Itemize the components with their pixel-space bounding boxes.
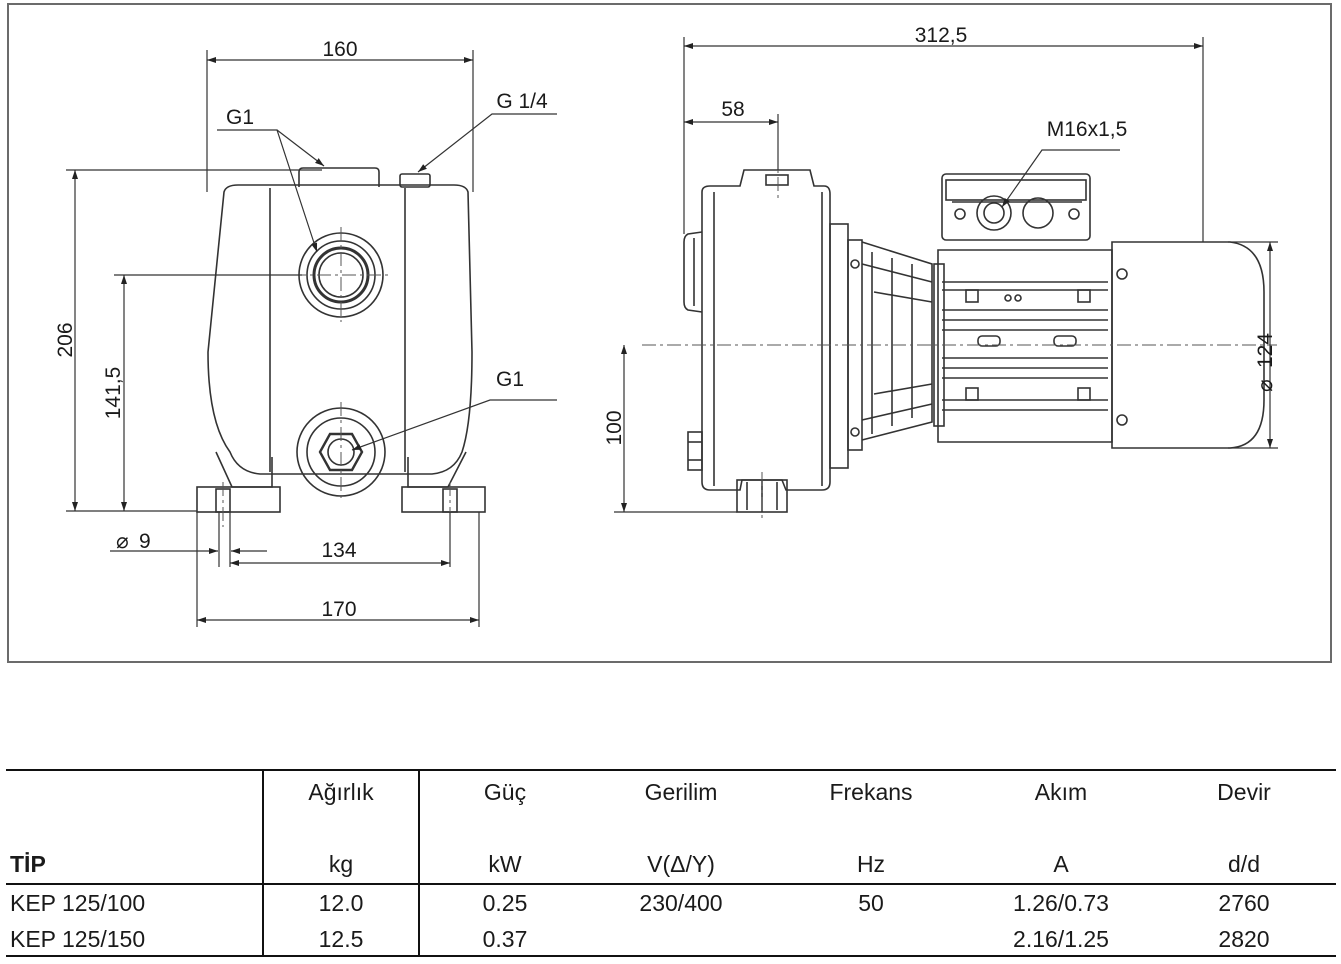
front-dimension-labels: 160 G1 G 1/4 G1 206 141,5 ⌀ 9 134 170 xyxy=(54,38,548,621)
dia-symbol-9: ⌀ xyxy=(116,530,129,553)
side-dimension-labels: 312,5 58 M16x1,5 100 ⌀ 124 xyxy=(603,24,1277,446)
row2-speed: 2820 xyxy=(1218,926,1270,952)
label-m16x1-5: M16x1,5 xyxy=(1047,118,1128,141)
unit-kg: kg xyxy=(328,851,354,877)
header-tip: TİP xyxy=(10,851,46,877)
dim-124: 124 xyxy=(1254,333,1277,368)
dim-206: 206 xyxy=(54,322,77,357)
dim-170: 170 xyxy=(321,598,356,621)
row1-speed: 2760 xyxy=(1218,890,1270,916)
dim-9: 9 xyxy=(139,530,151,553)
dim-312-5: 312,5 xyxy=(915,24,968,47)
header-frekans: Frekans xyxy=(829,779,913,805)
row2-power: 0.37 xyxy=(482,926,528,952)
unit-kw: kW xyxy=(488,851,522,877)
header-guc: Güç xyxy=(483,779,527,805)
row1-weight: 12.0 xyxy=(318,890,364,916)
front-dimension-lines xyxy=(66,50,557,627)
row2-type: KEP 125/150 xyxy=(10,926,146,952)
table-bottom-rule xyxy=(6,955,1336,957)
side-dimension-lines xyxy=(614,37,1278,513)
label-g1-top: G1 xyxy=(226,106,254,129)
unit-a: A xyxy=(1053,851,1069,877)
side-view xyxy=(683,169,1265,513)
row1-frequency: 50 xyxy=(858,890,884,916)
unit-dd: d/d xyxy=(1228,851,1260,877)
row1-type: KEP 125/100 xyxy=(10,890,146,916)
technical-drawing-frame: 160 G1 G 1/4 G1 206 141,5 ⌀ 9 134 170 xyxy=(7,3,1332,663)
table-header-rule xyxy=(6,883,1336,885)
row1-power: 0.25 xyxy=(482,890,528,916)
label-g-1-4: G 1/4 xyxy=(496,90,548,113)
dim-58: 58 xyxy=(721,98,744,121)
table-divider-2 xyxy=(418,769,420,955)
dim-134: 134 xyxy=(321,539,356,562)
unit-hz: Hz xyxy=(856,851,886,877)
table-top-rule xyxy=(6,769,1336,771)
dim-100: 100 xyxy=(603,410,626,445)
header-agirlik: Ağırlık xyxy=(308,779,374,805)
row2-current: 2.16/1.25 xyxy=(1013,926,1109,952)
pump-technical-drawing: 160 G1 G 1/4 G1 206 141,5 ⌀ 9 134 170 xyxy=(54,24,1278,627)
row1-current: 1.26/0.73 xyxy=(1013,890,1109,916)
dia-symbol-124: ⌀ xyxy=(1254,379,1277,392)
dim-160: 160 xyxy=(322,38,357,61)
row1-voltage: 230/400 xyxy=(639,890,723,916)
dim-141-5: 141,5 xyxy=(102,367,125,420)
front-centerlines xyxy=(222,227,451,527)
row2-weight: 12.5 xyxy=(318,926,364,952)
header-gerilim: Gerilim xyxy=(644,779,718,805)
header-akim: Akım xyxy=(1034,779,1088,805)
unit-v: V(Δ/Y) xyxy=(647,851,715,877)
side-centerlines xyxy=(642,152,1277,522)
label-g1-bottom: G1 xyxy=(496,368,524,391)
header-devir: Devir xyxy=(1217,779,1271,805)
specification-table: TİP Ağırlık kg Güç kW Gerilim V(Δ/Y) Fre… xyxy=(6,769,1336,959)
table-divider-1 xyxy=(262,769,264,955)
